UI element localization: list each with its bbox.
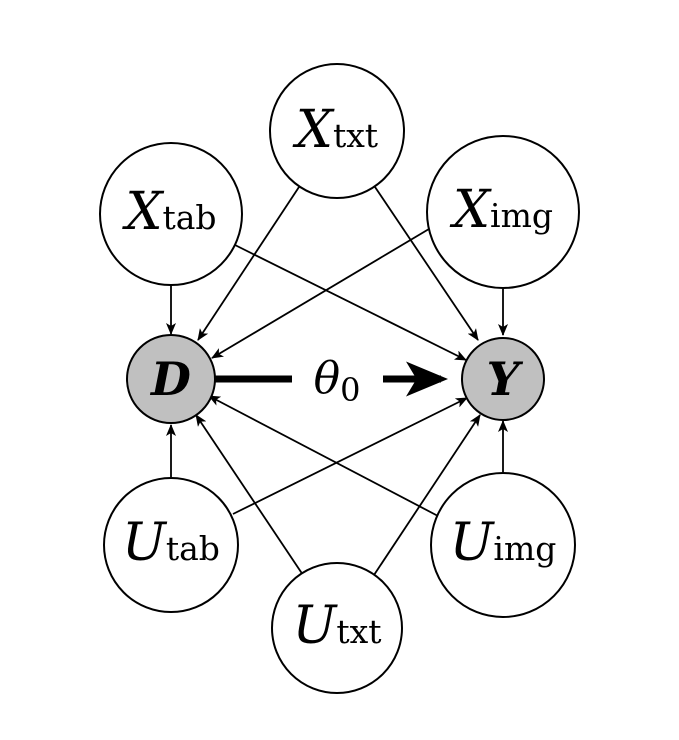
node-x-txt: Xtxt xyxy=(269,63,405,199)
node-y: Y xyxy=(461,337,545,421)
edges xyxy=(166,186,508,576)
node-u-tab: Utab xyxy=(103,477,239,613)
svg-text:Ximg: Ximg xyxy=(449,180,553,240)
svg-text:Uimg: Uimg xyxy=(450,513,557,573)
edge-xtxt-d xyxy=(197,186,300,341)
svg-text:Xtxt: Xtxt xyxy=(292,100,378,160)
node-u-img: Uimg xyxy=(430,472,576,618)
svg-text:Utab: Utab xyxy=(122,513,220,573)
effect-label-theta0: θ0 xyxy=(314,353,361,409)
edge-utxt-d xyxy=(195,414,304,576)
node-u-txt: Utxt xyxy=(271,562,403,694)
node-x-img: Ximg xyxy=(426,135,580,289)
edge-xtab-y xyxy=(234,244,467,361)
node-d: D xyxy=(126,334,216,424)
svg-text:Y: Y xyxy=(487,352,524,406)
svg-text:Utxt: Utxt xyxy=(293,596,382,656)
node-x-tab: Xtab xyxy=(99,142,243,286)
edge-utxt-y xyxy=(373,414,481,576)
edge-xtxt-y xyxy=(374,186,479,341)
edge-ximg-d xyxy=(211,225,435,359)
svg-text:D: D xyxy=(149,352,191,406)
edge-uimg-d xyxy=(208,395,439,517)
edge-utab-y xyxy=(232,397,468,515)
svg-text:Xtab: Xtab xyxy=(121,182,216,242)
